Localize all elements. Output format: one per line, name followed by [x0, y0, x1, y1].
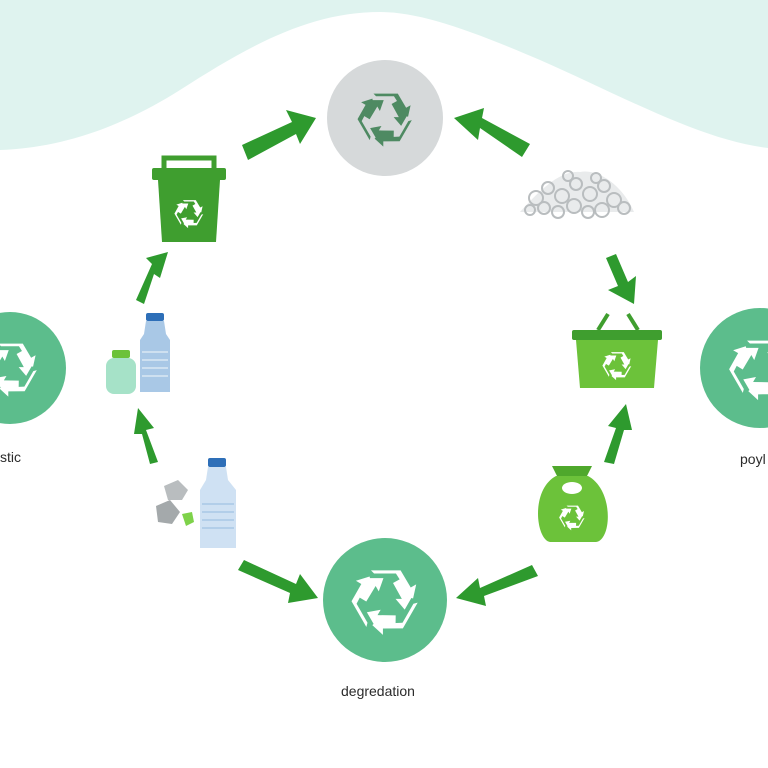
- cycle-arrow: [242, 110, 316, 160]
- cycle-arrow: [454, 108, 530, 157]
- bottom-recycle-hub: [323, 538, 447, 662]
- recycling-basket-icon: [572, 312, 662, 388]
- cycle-arrow: [456, 565, 538, 606]
- plastic-pellets-icon: [520, 170, 634, 219]
- cycle-arrow: [604, 404, 632, 464]
- left-recycle-hub: [0, 312, 66, 424]
- right-hub-label: poyl: [740, 451, 766, 467]
- crushed-plastic-bottle-icon: [156, 458, 236, 548]
- top-recycle-hub: [327, 60, 443, 176]
- cycle-arrow: [134, 408, 158, 464]
- background-wave: [0, 0, 768, 150]
- recycling-bag-icon: [538, 466, 608, 542]
- right-recycle-hub: [700, 308, 768, 428]
- recycling-bin-icon: [152, 155, 226, 242]
- left-hub-label: stic: [0, 449, 21, 465]
- bottom-hub-label: degredation: [341, 683, 415, 699]
- plastic-bottles-icon: [106, 313, 170, 394]
- cycle-arrow: [136, 252, 168, 304]
- cycle-arrow: [606, 254, 636, 304]
- cycle-arrow: [238, 560, 318, 603]
